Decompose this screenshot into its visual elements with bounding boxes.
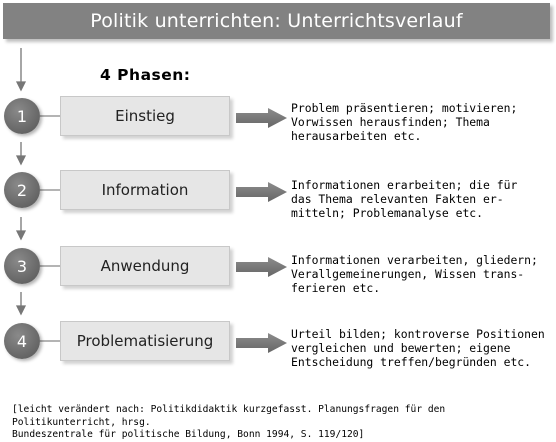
phase-4-number: 4 <box>16 331 28 351</box>
phase-3-number-circle: 3 <box>4 248 40 284</box>
phase-1-box: Einstieg <box>60 96 230 136</box>
phase-1-number-circle: 1 <box>4 98 40 134</box>
phase-4-number-circle: 4 <box>4 323 40 359</box>
right-arrow-icon-2 <box>236 182 287 202</box>
phase-2-number: 2 <box>16 180 28 200</box>
phase-3-label: Anwendung <box>100 257 190 275</box>
phase-4-description: Urteil bilden; kontroverse Positionen ve… <box>291 327 545 369</box>
phase-1-label: Einstieg <box>115 107 175 125</box>
down-arrow-1-2-head <box>15 155 27 166</box>
phase-3-description: Informationen verarbeiten, gliedern; Ver… <box>291 253 538 295</box>
phase-4-label: Problematisierung <box>76 332 214 350</box>
down-arrow-top-head <box>15 81 27 92</box>
right-arrow-icon-1 <box>236 108 287 128</box>
right-arrow-icon-3 <box>236 257 287 277</box>
phase-2-box: Information <box>60 170 230 210</box>
phase-4-box: Problematisierung <box>60 321 230 361</box>
title-bar: Politik unterrichten: Unterrichtsverlauf <box>3 3 550 39</box>
down-arrow-2-3-head <box>15 230 27 241</box>
page-title: Politik unterrichten: Unterrichtsverlauf <box>90 10 463 32</box>
phase-2-label: Information <box>101 181 189 199</box>
phase-2-number-circle: 2 <box>4 172 40 208</box>
phase-1-number: 1 <box>16 106 28 126</box>
source-note: [leicht verändert nach: Politikdidaktik … <box>12 404 446 440</box>
phase-1-description: Problem präsentieren; motivieren; Vorwis… <box>291 101 518 143</box>
phase-3-box: Anwendung <box>60 246 230 286</box>
down-arrow-3-4-head <box>15 305 27 316</box>
phase-2-description: Informationen erarbeiten; die für das Th… <box>291 178 518 220</box>
phases-heading: 4 Phasen: <box>100 66 191 84</box>
right-arrow-icon-4 <box>236 333 287 353</box>
phase-3-number: 3 <box>16 256 28 276</box>
